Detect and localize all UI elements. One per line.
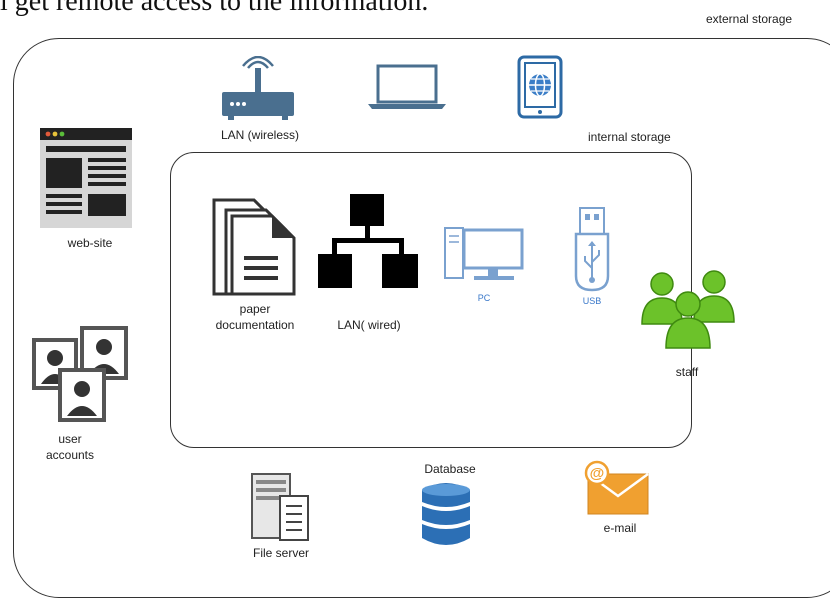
paper-documentation-label-line1: paper bbox=[239, 302, 271, 316]
laptop-icon bbox=[366, 64, 448, 110]
staff-group-icon bbox=[640, 268, 736, 354]
document-icon bbox=[212, 198, 296, 296]
wifi-router-icon bbox=[222, 56, 294, 120]
file-server-label: File server bbox=[252, 546, 309, 560]
usb-label: USB bbox=[582, 296, 602, 306]
pc-icon bbox=[444, 224, 526, 286]
pc-label: PC bbox=[477, 293, 491, 303]
website-icon bbox=[40, 128, 132, 228]
external-storage-label: external storage bbox=[706, 12, 793, 26]
lan-wired-label: LAN( wired) bbox=[337, 318, 401, 332]
email-label: e-mail bbox=[603, 521, 637, 535]
svg-text:@: @ bbox=[590, 465, 605, 482]
user-accounts-label-line2: accounts bbox=[45, 448, 95, 462]
database-icon bbox=[420, 482, 472, 548]
database-label: Database bbox=[424, 462, 476, 476]
network-tree-icon bbox=[318, 194, 418, 290]
lan-wireless-label: LAN (wireless) bbox=[220, 128, 299, 142]
user-accounts-label-line1: user bbox=[58, 432, 82, 446]
usb-icon bbox=[574, 206, 610, 292]
cut-off-heading-text: l get remote access to the information. bbox=[0, 0, 429, 17]
file-server-icon bbox=[250, 472, 312, 546]
email-icon: @ bbox=[584, 460, 650, 516]
paper-documentation-label-line2: documentation bbox=[215, 318, 295, 332]
website-label: web-site bbox=[67, 236, 113, 250]
staff-label: staff bbox=[675, 365, 699, 379]
tablet-globe-icon bbox=[517, 55, 563, 119]
user-accounts-icon bbox=[30, 326, 130, 422]
internal-storage-label: internal storage bbox=[588, 130, 671, 144]
internal-storage-container bbox=[170, 152, 692, 448]
